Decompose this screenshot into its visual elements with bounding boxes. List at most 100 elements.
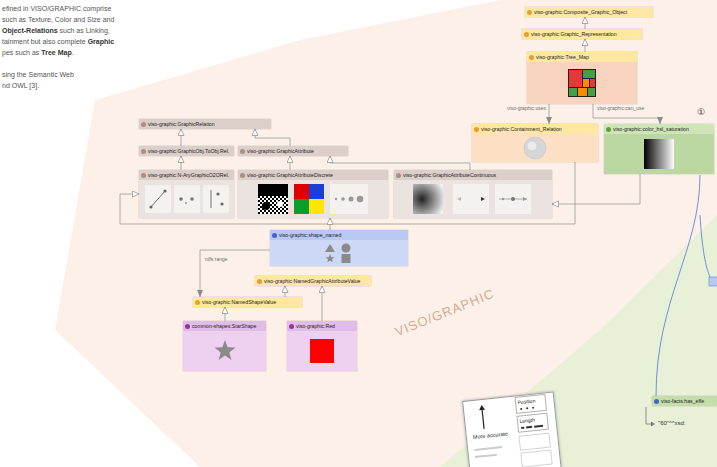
node-body (604, 134, 714, 174)
paper-text: More accurate (473, 430, 509, 440)
shape-icons (323, 242, 355, 264)
edge-label: viso-graphic:uses (507, 106, 546, 112)
node-header: viso-facts:has_effe (652, 396, 717, 406)
node-body (270, 240, 408, 266)
edge-label: rdfs:range (205, 257, 228, 263)
node-body (527, 62, 637, 104)
red-swatch (310, 339, 334, 363)
node-title: viso-facts:has_effe (661, 398, 704, 404)
connector (200, 250, 270, 297)
node-title: viso-graphic:Composite_Graphic_Object (534, 9, 627, 15)
type-icon (141, 122, 146, 127)
class-tag: viso-graphic:NamedGraphicAttributeValue (255, 276, 371, 286)
intro-line: pes such asTree Map. (2, 47, 114, 58)
node-title: viso-graphic:GraphicObj.ToObj.Rel. (148, 148, 229, 154)
type-icon (527, 10, 532, 15)
node-title: viso-graphic:Graphic_Representation (531, 31, 617, 37)
node-header: viso-graphic:Composite_Graphic_Object (525, 7, 653, 17)
type-icon (396, 173, 401, 178)
star-icon (212, 338, 238, 364)
node-title: viso-graphic:GraphicAttribute (247, 148, 314, 154)
node-title: viso-graphic:GraphicAttributeDiscrete (247, 172, 333, 178)
node-title: common-shapes:StarShape (192, 323, 256, 329)
node-header: viso-graphic:GraphicAttributeContinuous (394, 170, 552, 180)
node-title: viso-graphic:shape_named (279, 232, 341, 238)
intro-line (2, 58, 114, 69)
node-body (238, 180, 388, 218)
class-card: viso-graphic:GraphicAttributeDiscrete (238, 170, 388, 218)
type-icon (141, 173, 146, 178)
connector (255, 129, 290, 146)
type-icon (529, 55, 534, 60)
intro-emphasis: Object-Relations (2, 27, 58, 34)
class-tag: viso-graphic:Composite_Graphic_Object (525, 7, 653, 17)
type-icon (272, 233, 277, 238)
containment-icon (523, 136, 547, 160)
type-icon (474, 127, 479, 132)
connector (181, 129, 182, 146)
intro-paragraph: efined in VISO/GRAPHIC comprise such as T… (2, 3, 114, 91)
class-tag: viso-graphic:GraphicObj.ToObj.Rel. (139, 146, 234, 156)
node-header: viso-graphic:GraphicRelation (139, 119, 271, 129)
node-header: viso-graphic:N-AryGraphicO2ORel. (139, 170, 234, 180)
instance-card: viso-graphic:color_hsl_saturation (604, 124, 714, 174)
treemap-icon (568, 69, 596, 97)
connector (322, 286, 323, 321)
type-icon (606, 127, 611, 132)
node-body (287, 331, 357, 371)
connector (225, 307, 226, 321)
node-header: viso-graphic:Tree_Map (527, 52, 637, 62)
node-header: viso-graphic:Red (287, 321, 357, 331)
intro-line: efined in VISO/GRAPHIC comprise (2, 3, 114, 14)
node-title: viso-graphic:color_hsl_saturation (613, 126, 689, 132)
connector (585, 17, 586, 29)
class-tag: viso-graphic:GraphicRelation (139, 119, 271, 129)
edge-label: viso-graphic:can_use (597, 106, 644, 112)
type-icon (185, 324, 190, 329)
node-body (139, 180, 234, 218)
connector (290, 156, 291, 170)
intro-text: nd OWL [3]. (2, 82, 39, 89)
node-title: viso-graphic:Tree_Map (536, 54, 589, 60)
connector (330, 156, 470, 170)
intro-text: such as Linking, (60, 27, 110, 34)
class-tag: viso-graphic:GraphicAttribute (238, 146, 348, 156)
intro-emphasis: Tree Map (41, 49, 71, 56)
node-body (183, 331, 266, 371)
intro-text: such as Texture, Color and Size and (2, 16, 114, 23)
node-header: viso-graphic:color_hsl_saturation (604, 124, 714, 134)
node-body (394, 180, 552, 218)
intro-line: nd OWL [3]. (2, 80, 114, 91)
node-title: viso-graphic:Red (296, 323, 335, 329)
instance-card: common-shapes:StarShape (183, 321, 266, 371)
intro-line: Object-Relationssuch as Linking, (2, 25, 114, 36)
property-card: viso-graphic:shape_named (270, 230, 408, 266)
intro-text: . (72, 49, 74, 56)
node-header: viso-graphic:GraphicAttributeDiscrete (238, 170, 388, 180)
class-tag: viso-graphic:Graphic_Representation (522, 29, 642, 39)
paper-thumbnail: More accuratePositionLength (462, 391, 562, 467)
node-header: viso-graphic:shape_named (270, 230, 408, 240)
intro-emphasis: Graphic (88, 38, 114, 45)
class-card: viso-graphic:GraphicAttributeContinuous (394, 170, 552, 218)
node-title: viso-graphic:GraphicAttributeContinuous (403, 172, 496, 178)
intro-line: sing the Semantic Web (2, 69, 114, 80)
node-body (472, 134, 598, 162)
class-card: viso-graphic:Containment_Relation (472, 124, 598, 162)
connector (285, 286, 286, 297)
connector (585, 39, 586, 52)
connector (330, 218, 331, 230)
node-header: common-shapes:StarShape (183, 321, 266, 331)
intro-text: sing the Semantic Web (2, 71, 74, 78)
connector (552, 174, 640, 204)
continuous-attribute-icons (413, 184, 533, 214)
type-icon (141, 149, 146, 154)
connector (549, 104, 550, 124)
intro-text: pes such as (2, 49, 39, 56)
relation-icons (145, 185, 229, 213)
type-icon (289, 324, 294, 329)
intro-line: tainment but also completeGraphic (2, 36, 114, 47)
node-header: viso-graphic:NamedShapeValue (193, 297, 302, 307)
node-header: viso-graphic:Graphic_Representation (522, 29, 642, 39)
